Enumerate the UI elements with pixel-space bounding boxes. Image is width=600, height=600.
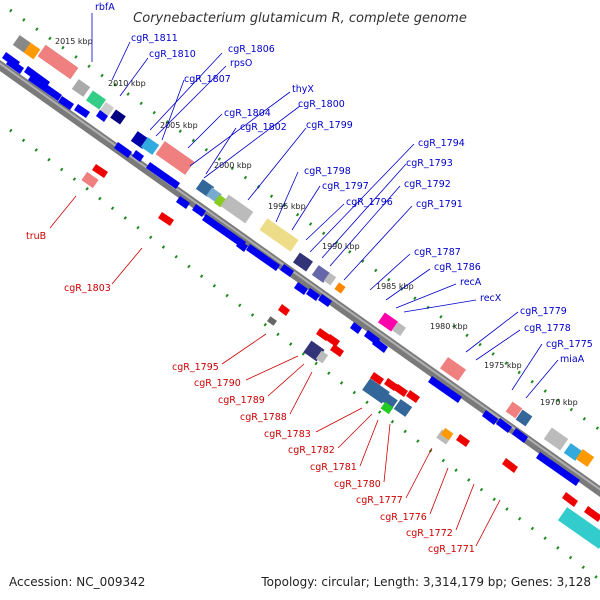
gene-label-cgR_1771: cgR_1771 xyxy=(428,544,475,555)
gene-label-cgR_1787: cgR_1787 xyxy=(414,247,461,258)
tick-label: 2000 kbp xyxy=(214,161,252,170)
gene-label-cgR_1806: cgR_1806 xyxy=(228,44,275,55)
gene-label-cgR_1779: cgR_1779 xyxy=(520,306,567,317)
gene-label-cgR_1800: cgR_1800 xyxy=(298,99,345,110)
gene-label-cgR_1776: cgR_1776 xyxy=(380,512,427,523)
tick-label: 2005 kbp xyxy=(160,121,198,130)
gene-label-cgR_1807: cgR_1807 xyxy=(184,74,231,85)
tick-label: 1970 kbp xyxy=(540,398,578,407)
tick-label: 2010 kbp xyxy=(108,79,146,88)
gene-label-cgR_1790: cgR_1790 xyxy=(194,378,241,389)
gene-label-cgR_1810: cgR_1810 xyxy=(149,49,196,60)
topology-text: Topology: circular; Length: 3,314,179 bp… xyxy=(261,575,591,589)
gene-label-cgR_1786: cgR_1786 xyxy=(434,262,481,273)
tick-label: 1990 kbp xyxy=(322,242,360,251)
gene-label-cgR_1804: cgR_1804 xyxy=(224,108,271,119)
gene-label-cgR_1795: cgR_1795 xyxy=(172,362,219,373)
gene-label-cgR_1782: cgR_1782 xyxy=(288,445,335,456)
gene-label-cgR_1788: cgR_1788 xyxy=(240,412,287,423)
forward-gene-arrows xyxy=(2,52,580,486)
gene-label-cgR_1802: cgR_1802 xyxy=(240,122,287,133)
gene-label-cgR_1799: cgR_1799 xyxy=(306,120,353,131)
gene-label-cgR_1797: cgR_1797 xyxy=(322,181,369,192)
gene-label-cgR_1772: cgR_1772 xyxy=(406,528,453,539)
gene-label-cgR_1789: cgR_1789 xyxy=(218,395,265,406)
tick-label: 1995 kbp xyxy=(268,202,306,211)
tick-label: 1975 kbp xyxy=(484,361,522,370)
gene-label-thyX: thyX xyxy=(292,84,314,95)
gene-label-cgR_1791: cgR_1791 xyxy=(416,199,463,210)
gene-label-cgR_1811: cgR_1811 xyxy=(131,33,178,44)
gene-label-cgR_1793: cgR_1793 xyxy=(406,158,453,169)
gene-label-cgR_1803: cgR_1803 xyxy=(64,283,111,294)
tick-label: 2015 kbp xyxy=(55,37,93,46)
gene-label-miaA: miaA xyxy=(560,354,585,365)
gene-label-cgR_1792: cgR_1792 xyxy=(404,179,451,190)
gene-label-truB: truB xyxy=(26,231,46,242)
gene-label-cgR_1783: cgR_1783 xyxy=(264,429,311,440)
genome-title: Corynebacterium glutamicum R, complete g… xyxy=(133,11,467,26)
gene-label-cgR_1796: cgR_1796 xyxy=(346,197,393,208)
reverse-gene-labels xyxy=(49,195,501,547)
gene-label-cgR_1794: cgR_1794 xyxy=(418,138,465,149)
tick-label: 1985 kbp xyxy=(376,282,414,291)
gene-label-recA: recA xyxy=(460,277,482,288)
accession-text: Accession: NC_009342 xyxy=(9,575,146,589)
gene-label-recX: recX xyxy=(480,293,502,304)
gene-label-cgR_1798: cgR_1798 xyxy=(304,166,351,177)
gene-label-rbfA: rbfA xyxy=(95,2,115,13)
gene-label-cgR_1780: cgR_1780 xyxy=(334,479,381,490)
gene-label-cgR_1781: cgR_1781 xyxy=(310,462,357,473)
tick-guide-lower xyxy=(9,128,600,582)
gene-label-rpsO: rpsO xyxy=(230,58,252,69)
forward-gene-labels xyxy=(91,13,559,399)
gene-label-cgR_1778: cgR_1778 xyxy=(524,323,571,334)
kbp-tick-labels: 2015 kbp 2010 kbp 2005 kbp 2000 kbp 1995… xyxy=(55,37,578,407)
tick-label: 1980 kbp xyxy=(430,322,468,331)
gene-label-cgR_1777: cgR_1777 xyxy=(356,495,403,506)
feature-blocks xyxy=(12,35,600,549)
gene-label-cgR_1775: cgR_1775 xyxy=(546,339,593,350)
reverse-gene-arrows xyxy=(92,164,600,522)
